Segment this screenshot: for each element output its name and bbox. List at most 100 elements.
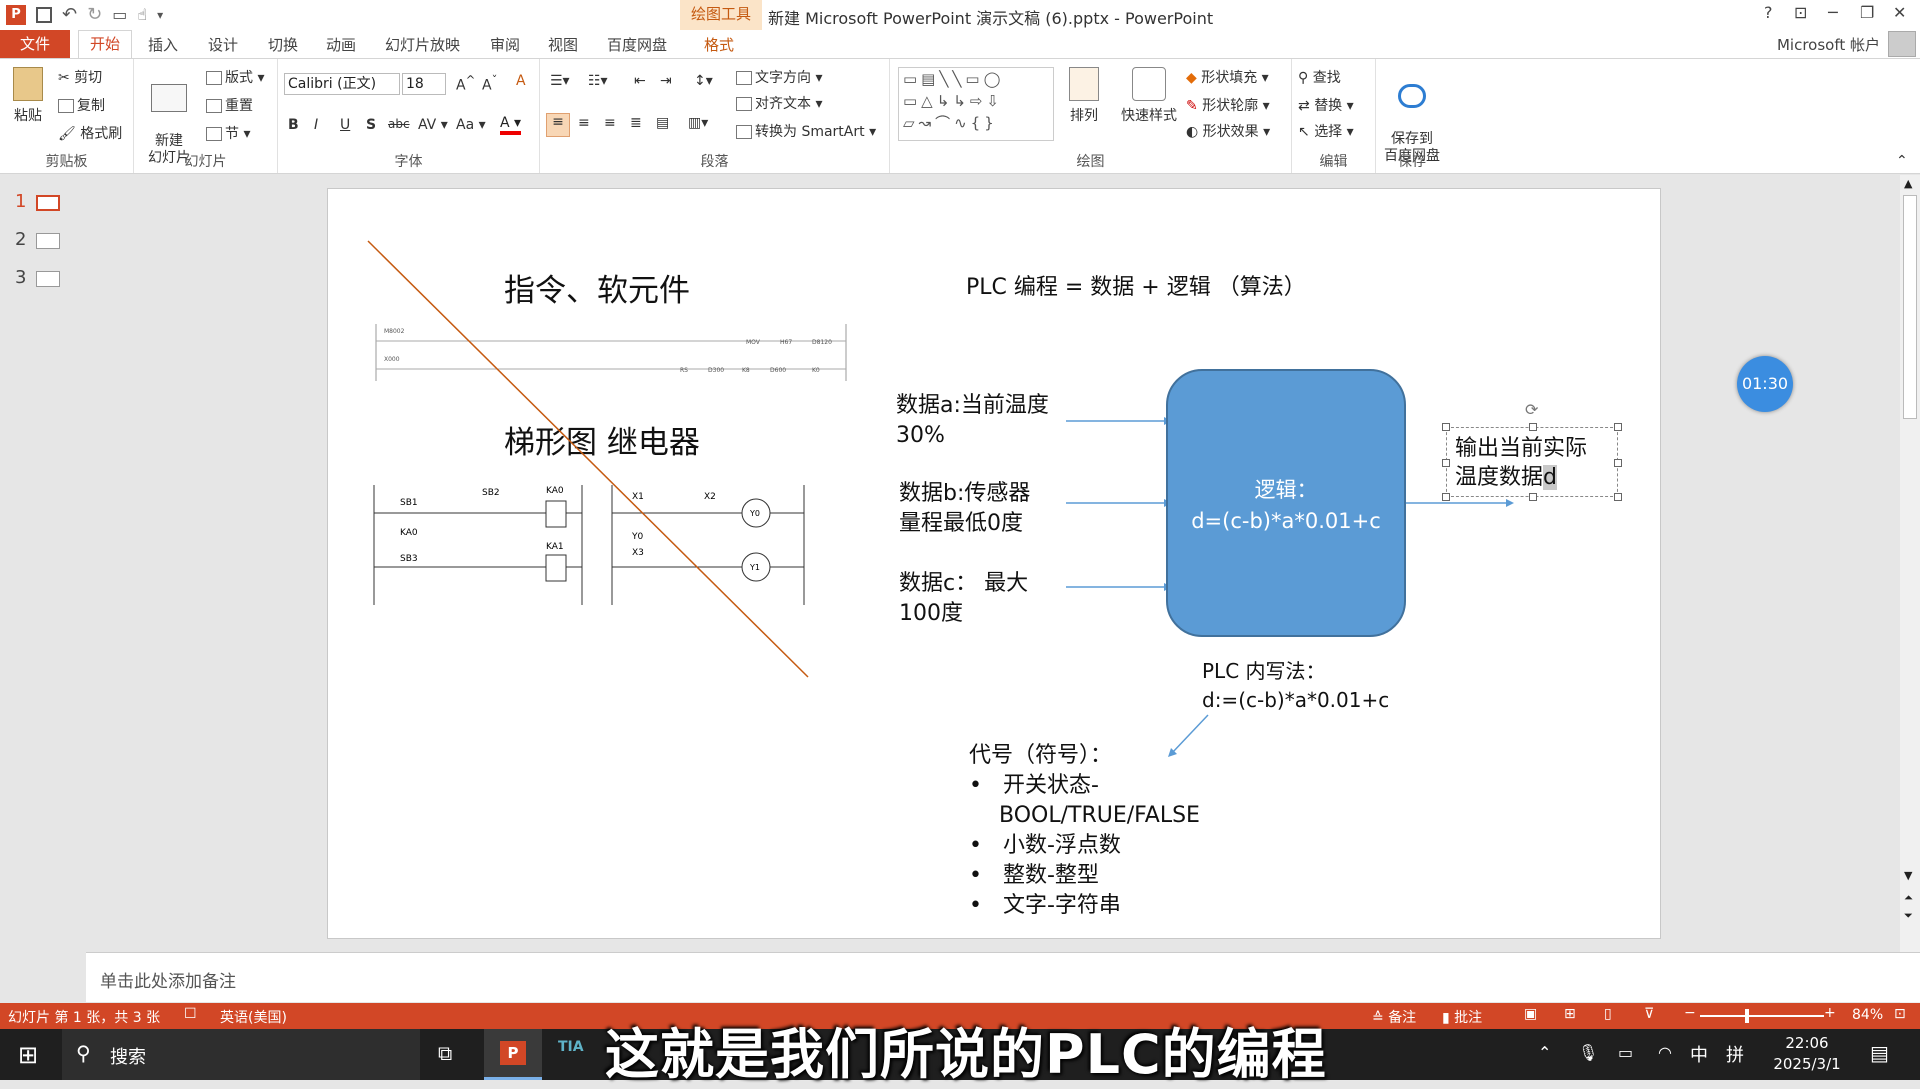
new-slide-button[interactable]: 新建 幻灯片 (142, 67, 196, 167)
scrollbar-thumb[interactable] (1903, 195, 1917, 419)
comments-toggle-button[interactable]: ▮ 批注 (1442, 1010, 1483, 1026)
help-button[interactable]: ? (1764, 3, 1773, 22)
decrease-font-icon[interactable]: Aˇ (482, 73, 498, 94)
text-direction-button[interactable]: 文字方向 ▾ (736, 67, 822, 87)
numbering-icon[interactable]: ☷▾ (588, 73, 608, 89)
tab-transitions[interactable]: 切换 (268, 36, 299, 54)
restore-button[interactable]: ❐ (1860, 3, 1875, 22)
italic-icon[interactable]: I (314, 117, 319, 133)
align-text-button[interactable]: 对齐文本 ▾ (736, 93, 822, 113)
slide-thumbnail-1[interactable] (36, 195, 60, 211)
customize-qat-icon[interactable]: ▾ (157, 7, 164, 22)
replace-button[interactable]: ⇄ 替换 ▾ (1298, 98, 1354, 114)
fit-to-window-icon[interactable]: ⊡ (1894, 1006, 1906, 1022)
reset-button[interactable]: 重置 (206, 95, 253, 115)
zoom-slider-thumb[interactable] (1745, 1009, 1749, 1023)
tia-portal-taskbar-icon[interactable]: TIA (558, 1039, 584, 1055)
scroll-up-icon[interactable]: ▲ (1904, 177, 1913, 190)
notes-toggle-button[interactable]: ≙ 备注 (1372, 1010, 1417, 1026)
shapes-gallery[interactable]: ▭▤╲╲▭◯▭△↳↳⇨⇩▱↝⌒∿{} (898, 67, 1054, 141)
logic-box[interactable]: 逻辑： d=(c-b)*a*0.01+c (1166, 369, 1406, 637)
underline-icon[interactable]: U (340, 117, 351, 133)
zoom-in-icon[interactable]: + (1824, 1005, 1836, 1021)
undo-icon[interactable]: ↶ (62, 4, 78, 25)
minimize-button[interactable]: ─ (1828, 3, 1838, 22)
resize-handle[interactable] (1529, 493, 1537, 501)
output-textbox-selected[interactable]: 输出当前实际 温度数据d ⟳ (1442, 400, 1622, 501)
resize-handle[interactable] (1614, 423, 1622, 431)
slideshow-view-icon[interactable]: ⊽ (1644, 1006, 1655, 1022)
find-button[interactable]: ⚲ 查找 (1298, 67, 1341, 87)
taskbar-powerpoint-app[interactable]: P (484, 1029, 542, 1080)
next-slide-icon[interactable]: ⏷ (1904, 909, 1913, 922)
convert-smartart-button[interactable]: 转换为 SmartArt ▾ (736, 121, 876, 141)
save-to-baidu-button[interactable]: 保存到 百度网盘 (1380, 63, 1444, 165)
reading-view-icon[interactable]: ▯ (1604, 1006, 1612, 1022)
windows-start-icon[interactable]: ⊞ (18, 1041, 39, 1069)
copy-button[interactable]: 复制 (58, 95, 105, 115)
font-size-select[interactable]: 18 (402, 73, 446, 95)
resize-handle[interactable] (1442, 459, 1450, 467)
resize-handle[interactable] (1614, 459, 1622, 467)
distributed-icon[interactable]: ▤ (656, 115, 670, 131)
tab-insert[interactable]: 插入 (148, 36, 179, 54)
increase-font-icon[interactable]: A^ (456, 73, 476, 94)
rotate-handle-icon[interactable]: ⟳ (1525, 400, 1539, 419)
notification-icon[interactable]: ▤ (1870, 1041, 1889, 1065)
language-indicator[interactable]: 英语(美国) (220, 1010, 287, 1026)
collapse-ribbon-icon[interactable]: ⌃ (1896, 153, 1908, 169)
resize-handle[interactable] (1614, 493, 1622, 501)
normal-view-icon[interactable]: ▣ (1524, 1006, 1538, 1022)
recording-timer[interactable]: 01:30 (1737, 356, 1793, 412)
avatar[interactable] (1888, 31, 1916, 57)
change-case-icon[interactable]: Aa ▾ (456, 117, 486, 133)
taskbar-clock[interactable]: 22:06 2025/3/1 (1770, 1033, 1844, 1075)
tab-file[interactable]: 文件 (0, 30, 70, 58)
strikethrough-icon[interactable]: abc (388, 117, 410, 131)
tab-view[interactable]: 视图 (548, 36, 579, 54)
paste-button[interactable]: 粘贴 (8, 67, 48, 125)
slide-sorter-icon[interactable]: ⊞ (1564, 1006, 1576, 1022)
chevron-up-icon[interactable]: ⌃ (1538, 1043, 1552, 1062)
slide-thumbnail-3[interactable] (36, 271, 60, 287)
tab-baidu-netdisk[interactable]: 百度网盘 (607, 36, 668, 54)
align-right-icon[interactable]: ≡ (604, 115, 616, 131)
justify-icon[interactable]: ≣ (630, 115, 642, 131)
redo-icon[interactable]: ↻ (87, 4, 103, 25)
ime-chinese-indicator[interactable]: 中 (1690, 1045, 1708, 1066)
layout-button[interactable]: 版式 ▾ (206, 67, 264, 87)
battery-icon[interactable]: ▭ (1618, 1043, 1634, 1062)
taskbar-search[interactable]: ⚲ 搜索 (62, 1029, 420, 1080)
bold-icon[interactable]: B (288, 117, 299, 133)
resize-handle[interactable] (1529, 423, 1537, 431)
font-color-icon[interactable]: A ▾ (500, 115, 522, 135)
quick-styles-button[interactable]: 快速样式 (1116, 67, 1182, 125)
tab-slideshow[interactable]: 幻灯片放映 (385, 36, 461, 54)
line-spacing-icon[interactable]: ↕▾ (694, 73, 713, 89)
align-left-icon[interactable]: ≡ (546, 113, 570, 137)
slide-canvas[interactable]: 指令、软元件 梯形图 继电器 M8002 MOV H67 D8120 X000 … (327, 188, 1661, 939)
align-center-icon[interactable]: ≡ (578, 115, 590, 131)
save-icon[interactable] (36, 6, 52, 23)
tab-design[interactable]: 设计 (208, 36, 239, 54)
decrease-indent-icon[interactable]: ⇤ (634, 73, 646, 89)
wifi-icon[interactable]: ◠ (1658, 1043, 1672, 1062)
spellcheck-icon[interactable]: ☐ (184, 1006, 197, 1022)
vertical-scrollbar[interactable]: ▲ ▼ ⏶ ⏷ (1900, 175, 1920, 1003)
tab-home[interactable]: 开始 (78, 30, 132, 58)
increase-indent-icon[interactable]: ⇥ (660, 73, 672, 89)
shape-outline-button[interactable]: ✎ 形状轮廓 ▾ (1186, 98, 1270, 114)
format-painter-button[interactable]: 🖌 格式刷 (58, 123, 122, 143)
scroll-down-icon[interactable]: ▼ (1904, 869, 1913, 882)
character-spacing-icon[interactable]: AV ▾ (418, 117, 448, 133)
notes-pane[interactable]: 单击此处添加备注 (86, 952, 1920, 1002)
close-button[interactable]: ✕ (1893, 3, 1907, 22)
ime-pinyin-indicator[interactable]: 拼 (1726, 1045, 1744, 1066)
zoom-out-icon[interactable]: − (1684, 1005, 1696, 1021)
task-view-icon[interactable]: ⧉ (438, 1041, 453, 1065)
account-menu[interactable]: Microsoft 帐户 (1776, 36, 1880, 54)
tab-review[interactable]: 审阅 (490, 36, 521, 54)
previous-slide-icon[interactable]: ⏶ (1904, 891, 1913, 904)
shape-effects-button[interactable]: ◐ 形状效果 ▾ (1186, 124, 1271, 140)
arrange-button[interactable]: 排列 (1066, 67, 1102, 125)
